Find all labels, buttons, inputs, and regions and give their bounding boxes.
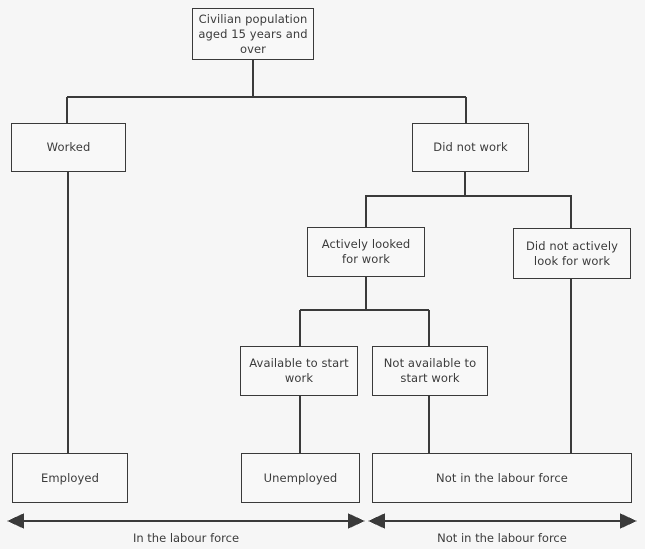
node-not-available-to-start-work[interactable]: Not available to start work bbox=[372, 346, 488, 396]
axis-arrow-left-not-in-labour-force bbox=[368, 513, 386, 529]
node-label-actively-looked-for-work: Actively looked for work bbox=[321, 237, 411, 266]
node-label-unemployed: Unemployed bbox=[263, 470, 338, 485]
axis-arrow-left-in-labour-force bbox=[7, 513, 25, 529]
node-worked[interactable]: Worked bbox=[11, 123, 126, 172]
node-available-to-start-work[interactable]: Available to start work bbox=[240, 346, 358, 396]
node-civilian-population[interactable]: Civilian population aged 15 years and ov… bbox=[192, 8, 314, 60]
node-label-available-to-start-work: Available to start work bbox=[249, 356, 349, 385]
axis-label-not-in-the-labour-force: Not in the labour force bbox=[437, 531, 567, 545]
node-label-not-in-the-labour-force: Not in the labour force bbox=[436, 470, 568, 485]
node-label-employed: Employed bbox=[41, 470, 99, 485]
node-label-did-not-work: Did not work bbox=[433, 140, 508, 154]
node-label-civilian-population: Civilian population aged 15 years and ov… bbox=[198, 11, 308, 56]
axis-arrow-right-in-labour-force bbox=[347, 513, 365, 529]
node-actively-looked-for-work[interactable]: Actively looked for work bbox=[307, 227, 425, 277]
node-employed[interactable]: Employed bbox=[12, 453, 128, 503]
axis-arrow-right-not-in-labour-force bbox=[619, 513, 637, 529]
axis-label-in-the-labour-force: In the labour force bbox=[132, 531, 240, 545]
node-did-not-actively-look-for-work[interactable]: Did not actively look for work bbox=[513, 228, 631, 279]
node-label-did-not-actively-look-for-work: Did not actively look for work bbox=[525, 238, 619, 268]
node-did-not-work[interactable]: Did not work bbox=[412, 123, 529, 172]
node-unemployed[interactable]: Unemployed bbox=[241, 453, 360, 503]
node-label-not-available-to-start-work: Not available to start work bbox=[383, 356, 477, 385]
node-not-in-the-labour-force[interactable]: Not in the labour force bbox=[372, 453, 632, 503]
node-label-worked: Worked bbox=[46, 140, 91, 154]
